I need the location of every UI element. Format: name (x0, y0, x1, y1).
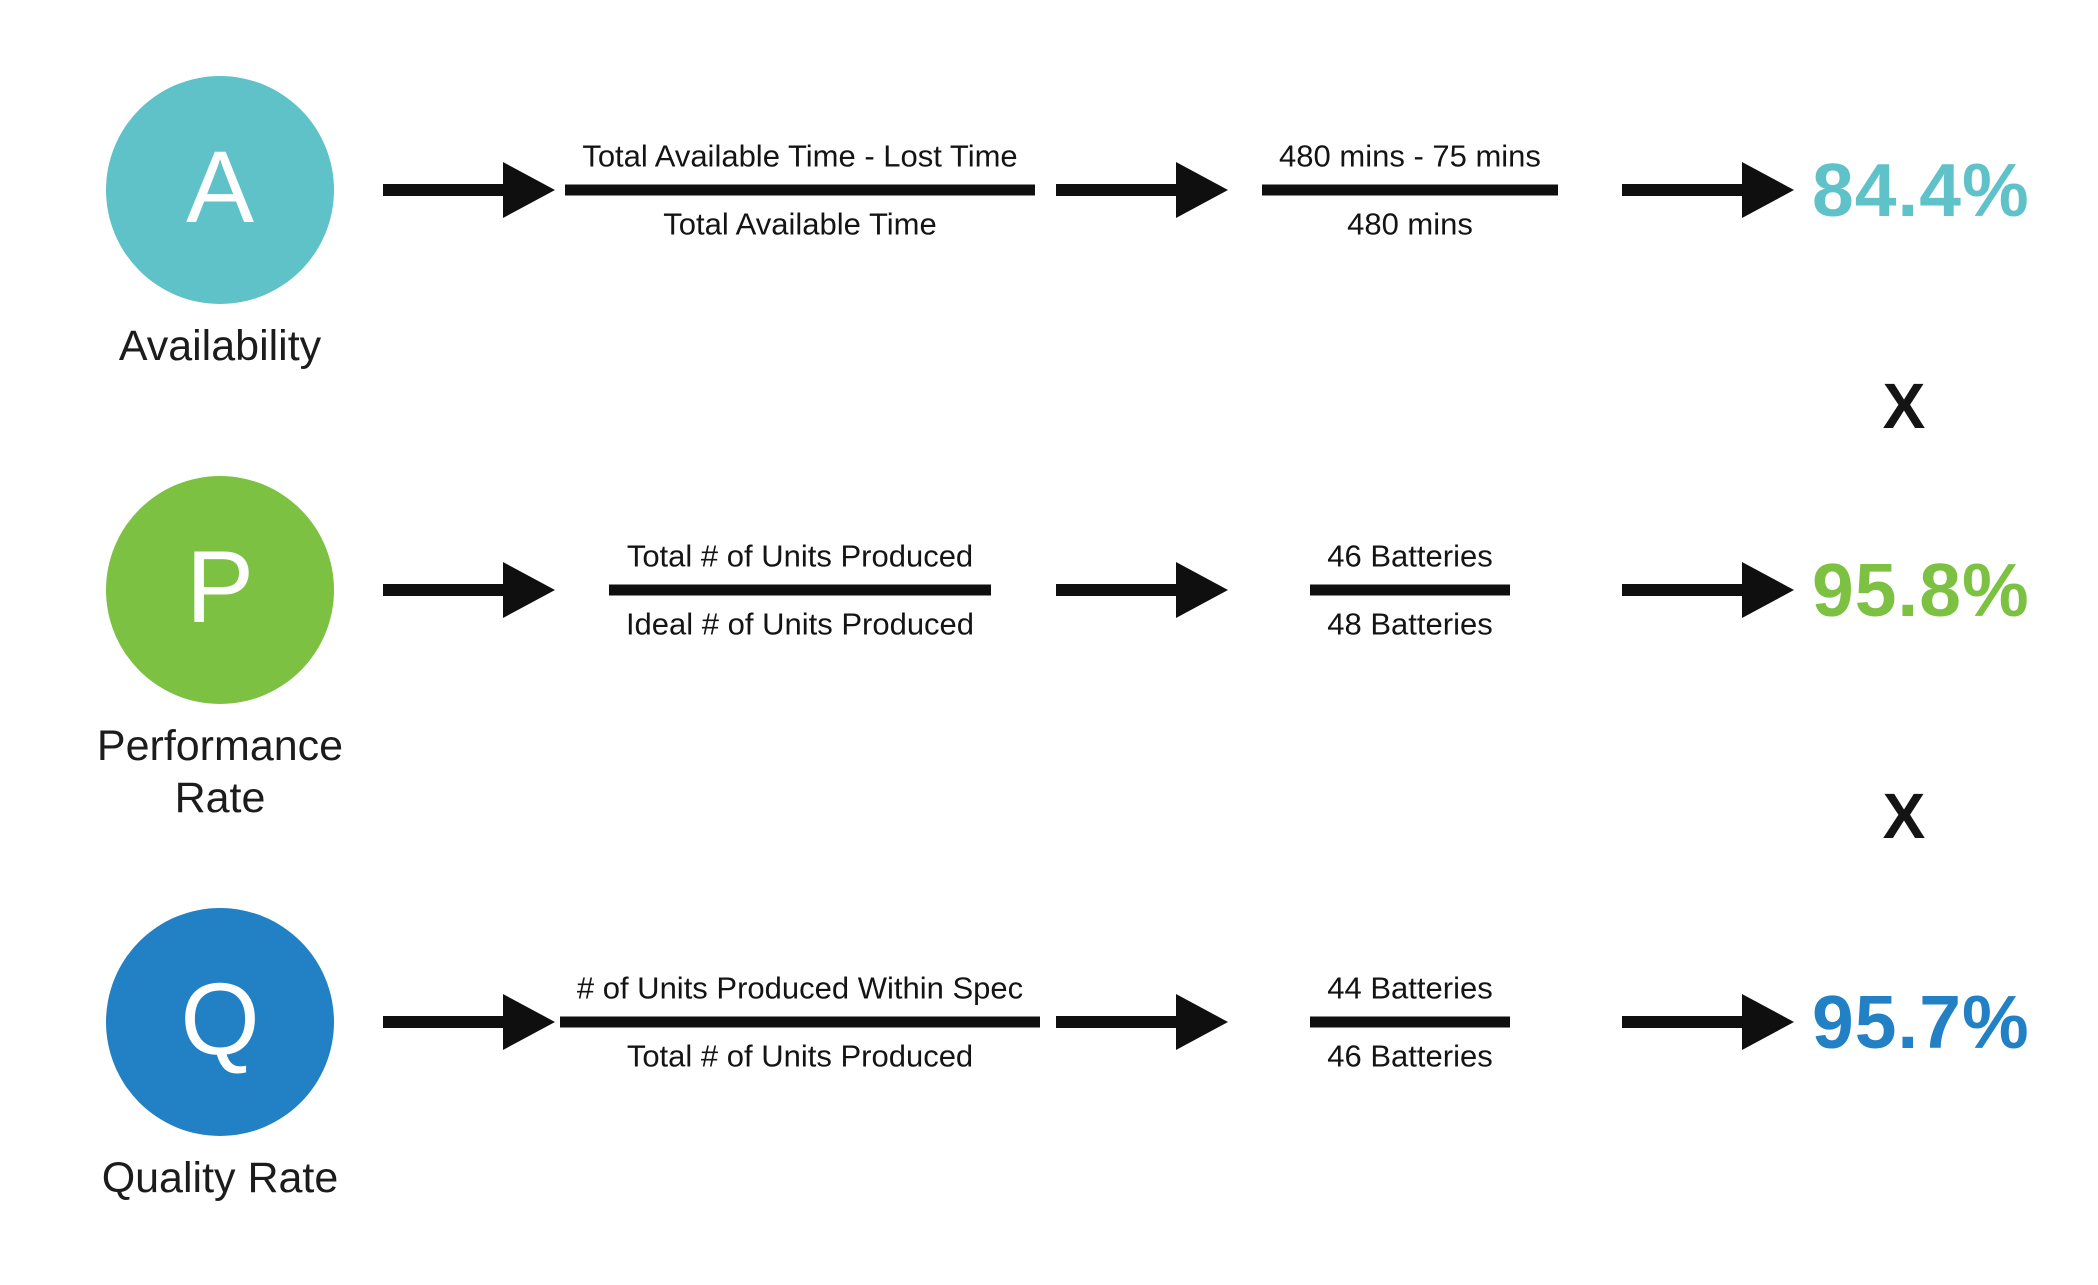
quality-values-fraction: 44 Batteries 46 Batteries (1230, 969, 1590, 1076)
fraction-bar (1310, 1016, 1510, 1028)
performance-result: 95.8% (1812, 548, 2030, 632)
values-denominator: 46 Batteries (1327, 1038, 1493, 1074)
arrow-right-icon (383, 162, 555, 218)
availability-letter: A (185, 130, 255, 244)
arrow-right-icon (383, 562, 555, 618)
arrow-right-icon (1622, 994, 1794, 1050)
formula-numerator: Total Available Time - Lost Time (582, 138, 1018, 174)
arrow-right-icon (1622, 562, 1794, 618)
availability-circle: A (106, 76, 334, 304)
availability-label: Availability (118, 322, 322, 370)
availability-result: 84.4% (1812, 148, 2030, 232)
values-numerator: 44 Batteries (1327, 970, 1493, 1006)
multiply-operator: X (1882, 370, 1926, 442)
formula-denominator: Ideal # of Units Produced (625, 606, 975, 642)
quality-result: 95.7% (1812, 980, 2030, 1064)
arrow-right-icon (1056, 994, 1228, 1050)
values-denominator: 480 mins (1347, 206, 1473, 242)
values-numerator: 46 Batteries (1327, 538, 1493, 574)
arrow-right-icon (1056, 562, 1228, 618)
multiply-operator: X (1882, 780, 1926, 852)
quality-circle-group: Q Quality Rate (102, 908, 338, 1202)
availability-values-fraction: 480 mins - 75 mins 480 mins (1230, 137, 1590, 244)
quality-circle: Q (106, 908, 334, 1136)
performance-values-fraction: 46 Batteries 48 Batteries (1230, 537, 1590, 644)
formula-numerator: Total # of Units Produced (626, 538, 974, 574)
quality-label: Quality Rate (101, 1154, 339, 1202)
fraction-bar (559, 1016, 1041, 1028)
performance-label: Performance Rate (96, 722, 344, 823)
performance-letter: P (185, 530, 255, 644)
formula-denominator: Total # of Units Produced (626, 1038, 974, 1074)
fraction-bar (565, 184, 1035, 196)
values-denominator: 48 Batteries (1327, 606, 1493, 642)
performance-formula-fraction: Total # of Units Produced Ideal # of Uni… (560, 537, 1040, 644)
fraction-bar (1262, 184, 1558, 196)
performance-circle: P (106, 476, 334, 704)
quality-formula-fraction: # of Units Produced Within Spec Total # … (559, 969, 1041, 1076)
fraction-bar (608, 584, 992, 596)
quality-letter: Q (180, 962, 260, 1076)
performance-circle-group: P Performance Rate (97, 476, 343, 822)
availability-circle-group: A Availability (106, 76, 334, 370)
arrow-right-icon (1056, 162, 1228, 218)
availability-formula-fraction: Total Available Time - Lost Time Total A… (560, 137, 1040, 244)
arrow-right-icon (1622, 162, 1794, 218)
formula-denominator: Total Available Time (663, 206, 937, 242)
arrow-right-icon (383, 994, 555, 1050)
formula-numerator: # of Units Produced Within Spec (576, 970, 1024, 1006)
fraction-bar (1310, 584, 1510, 596)
values-numerator: 480 mins - 75 mins (1279, 138, 1541, 174)
